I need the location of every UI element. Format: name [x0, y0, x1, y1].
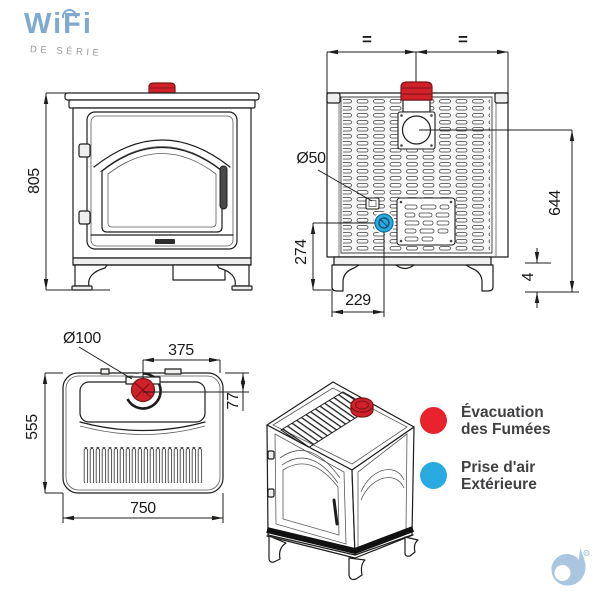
dim-back-flue-diameter: Ø50 [296, 150, 326, 167]
dim-back-intake-offset: 229 [345, 292, 371, 309]
front-flue-cap [149, 83, 175, 94]
perspective-flue-collar [351, 398, 373, 412]
front-door-handle [220, 166, 227, 209]
dim-top-depth: 555 [24, 414, 41, 440]
dim-front-height: 805 [26, 168, 43, 194]
dim-top-flue-from-right: 375 [168, 342, 194, 359]
svg-text:R: R [585, 551, 589, 556]
dim-back-equal-left: = [362, 30, 372, 49]
dim-top-flue-from-back: 77 [225, 392, 242, 410]
perspective-view-drawing [255, 372, 425, 584]
dim-back-flue-height: 644 [547, 190, 564, 216]
dim-back-equal-right: = [458, 30, 468, 49]
dim-top-width: 750 [130, 500, 156, 517]
dim-top-flue-diameter: Ø100 [63, 330, 101, 347]
back-flue-collar [401, 82, 432, 100]
front-view-drawing [43, 55, 273, 305]
front-brand-plate [155, 239, 175, 244]
wifi-logo: WiFi DE SÉRIE [24, 8, 103, 59]
dim-back-intake-height: 274 [293, 239, 310, 265]
wifi-title: WiFi [24, 8, 93, 40]
legend-item-prise-air: Prise d'air Extérieure [420, 459, 590, 493]
prise-air-color-dot [420, 462, 447, 489]
evacuation-color-dot [420, 407, 447, 434]
dim-back-floor-offset: 4 [520, 272, 537, 282]
prise-air-label: Prise d'air Extérieure [461, 459, 537, 493]
top-view-drawing [42, 325, 268, 530]
back-view-drawing [310, 49, 600, 320]
evacuation-label: Évacuation des Fumées [461, 404, 551, 438]
water-drop-logo-icon: R [551, 547, 592, 586]
legend-item-evacuation: Évacuation des Fumées [420, 404, 590, 438]
wifi-signal-icon [62, 9, 77, 18]
legend: Évacuation des Fumées Prise d'air Extéri… [420, 404, 590, 514]
